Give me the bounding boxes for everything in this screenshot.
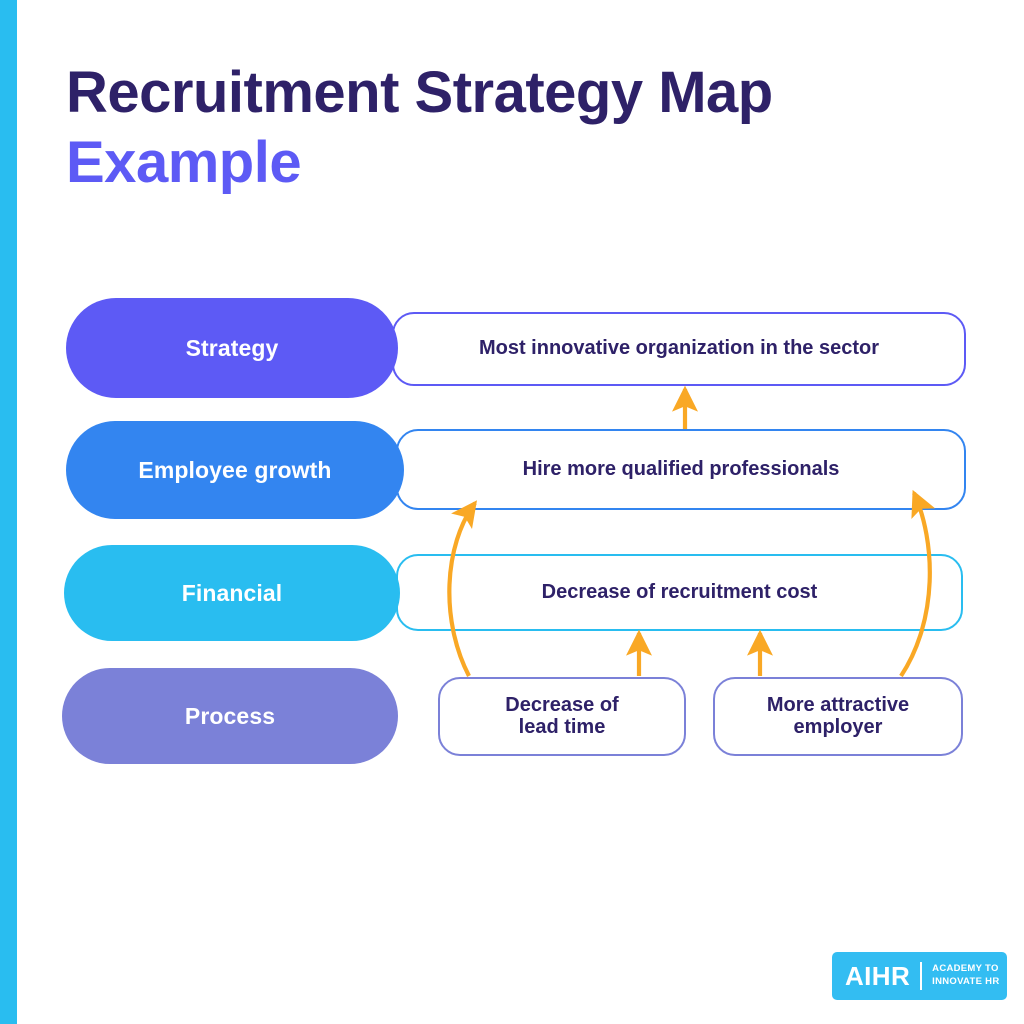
title-line-primary: Recruitment Strategy Map <box>66 60 773 125</box>
objective-box-financial[interactable]: Decrease of recruitment cost <box>396 554 963 631</box>
perspective-pill-employee-growth[interactable]: Employee growth <box>66 421 404 519</box>
objective-box-strategy[interactable]: Most innovative organization in the sect… <box>392 312 966 386</box>
title-line-accent: Example <box>66 129 302 195</box>
logo-wordmark: AIHR <box>845 960 911 991</box>
objective-box-label: Hire more qualified professionals <box>522 457 840 480</box>
logo-tagline: ACADEMY TO INNOVATE HR <box>932 963 1000 987</box>
objective-box-label: More attractive employer <box>766 693 910 738</box>
page-title: Recruitment Strategy Map Example <box>66 58 926 197</box>
objective-box-lead-time[interactable]: Decrease of lead time <box>438 677 686 756</box>
logo-divider <box>920 962 923 990</box>
left-accent-bar <box>0 0 17 1024</box>
perspective-pill-label: Employee growth <box>138 456 332 483</box>
objective-box-employee-growth[interactable]: Hire more qualified professionals <box>396 429 966 510</box>
perspective-pill-strategy[interactable]: Strategy <box>66 298 398 398</box>
perspective-pill-process[interactable]: Process <box>62 668 398 764</box>
objective-box-attractive-employer[interactable]: More attractive employer <box>713 677 963 756</box>
objective-box-label: Decrease of lead time <box>505 693 619 738</box>
objective-box-label: Most innovative organization in the sect… <box>478 337 880 360</box>
objective-box-label: Decrease of recruitment cost <box>541 580 818 603</box>
perspective-pill-label: Process <box>184 702 276 729</box>
aihr-logo: AIHR ACADEMY TO INNOVATE HR <box>832 952 1007 1000</box>
perspective-pill-label: Financial <box>181 579 283 606</box>
perspective-pill-label: Strategy <box>185 334 279 361</box>
perspective-pill-financial[interactable]: Financial <box>64 545 400 641</box>
